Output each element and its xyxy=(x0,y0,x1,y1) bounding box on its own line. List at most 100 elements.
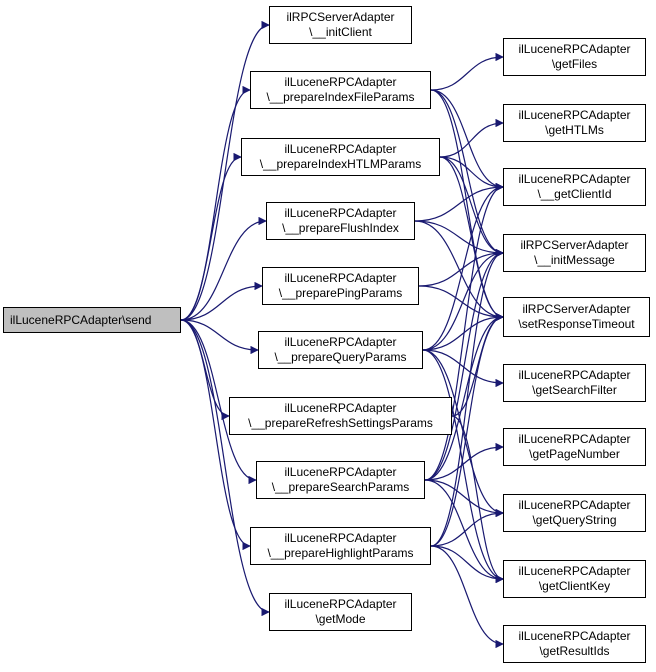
call-edge-prepIndexFile-to-initMessage xyxy=(430,89,504,258)
graph-node-label: ilRPCServerAdapter xyxy=(522,302,631,316)
call-edge-prepQuery-to-getSearchFilter xyxy=(422,349,504,388)
graph-node-getHTLMs[interactable]: ilLuceneRPCAdapter\getHTLMs xyxy=(503,104,646,142)
graph-node-initClient[interactable]: ilRPCServerAdapter\__initClient xyxy=(269,6,412,44)
call-edge-prepHighlight-to-initMessage xyxy=(430,248,504,547)
graph-node-prepPing[interactable]: ilLuceneRPCAdapter\__preparePingParams xyxy=(262,267,419,305)
graph-node-label: ilLuceneRPCAdapter xyxy=(518,432,631,446)
call-edge-prepIndexHTLM-to-initMessage xyxy=(439,156,504,258)
graph-node-prepIndexHTLM[interactable]: ilLuceneRPCAdapter\__prepareIndexHTLMPar… xyxy=(241,138,440,176)
graph-node-getResultIds[interactable]: ilLuceneRPCAdapter\getResultIds xyxy=(503,625,646,663)
call-edge-prepSearch-to-initMessage xyxy=(424,248,504,481)
graph-node-prepIndexFile[interactable]: ilLuceneRPCAdapter\__prepareIndexFilePar… xyxy=(250,71,431,109)
graph-node-label: ilLuceneRPCAdapter xyxy=(284,531,397,545)
graph-node-label: \__initClient xyxy=(309,25,372,39)
graph-node-getFiles[interactable]: ilLuceneRPCAdapter\getFiles xyxy=(503,38,646,76)
graph-node-label: ilLuceneRPCAdapter xyxy=(518,368,631,382)
graph-node-getClientKey[interactable]: ilLuceneRPCAdapter\getClientKey xyxy=(503,560,646,598)
graph-node-label: \getHTLMs xyxy=(545,123,604,137)
call-edge-prepSearch-to-setTimeout xyxy=(424,312,504,481)
graph-node-getClientId[interactable]: ilLuceneRPCAdapter\__getClientId xyxy=(503,168,646,206)
graph-node-label: \__prepareFlushIndex xyxy=(282,221,399,235)
graph-node-label: ilLuceneRPCAdapter xyxy=(284,142,397,156)
graph-node-label: \__prepareSearchParams xyxy=(271,480,410,494)
graph-node-setTimeout[interactable]: ilRPCServerAdapter\setResponseTimeout xyxy=(503,297,650,337)
call-edge-send-to-prepQuery xyxy=(180,319,259,355)
call-edge-send-to-prepFlush xyxy=(180,216,267,321)
call-edge-prepHighlight-to-getResultIds xyxy=(430,545,504,649)
call-edge-prepIndexFile-to-getClientId xyxy=(430,89,504,192)
graph-node-label: ilLuceneRPCAdapter xyxy=(284,597,397,611)
call-edge-prepSearch-to-getClientKey xyxy=(424,479,504,584)
graph-node-label: ilLuceneRPCAdapter xyxy=(518,108,631,122)
call-edge-prepQuery-to-setTimeout xyxy=(422,312,504,351)
graph-node-label: ilLuceneRPCAdapter xyxy=(284,335,397,349)
call-edge-prepSearch-to-getQueryString xyxy=(424,479,504,518)
call-edge-prepFlush-to-getClientId xyxy=(414,182,504,222)
call-edge-send-to-getMode xyxy=(180,319,270,617)
graph-node-label: \setResponseTimeout xyxy=(518,317,635,331)
call-edge-send-to-prepIndexHTLM xyxy=(180,152,242,321)
call-edge-prepSearch-to-getPageNumber xyxy=(424,442,504,481)
call-edge-prepHighlight-to-setTimeout xyxy=(430,312,504,547)
graph-node-prepFlush[interactable]: ilLuceneRPCAdapter\__prepareFlushIndex xyxy=(266,202,415,240)
call-edge-prepSearch-to-getClientId xyxy=(424,182,504,481)
graph-node-prepQuery[interactable]: ilLuceneRPCAdapter\__prepareQueryParams xyxy=(258,331,423,369)
graph-node-prepRefresh[interactable]: ilLuceneRPCAdapter\__prepareRefreshSetti… xyxy=(229,397,452,435)
graph-node-prepSearch[interactable]: ilLuceneRPCAdapter\__prepareSearchParams xyxy=(256,461,425,499)
graph-node-label: \getQueryString xyxy=(532,513,617,527)
graph-node-label: \getSearchFilter xyxy=(532,383,617,397)
graph-node-label: ilLuceneRPCAdapter xyxy=(284,401,397,415)
graph-node-label: \__prepareHighlightParams xyxy=(267,546,414,560)
graph-node-getQueryString[interactable]: ilLuceneRPCAdapter\getQueryString xyxy=(503,494,646,532)
graph-node-label: ilRPCServerAdapter xyxy=(286,10,395,24)
graph-node-label: ilLuceneRPCAdapter xyxy=(518,629,631,643)
call-edge-prepIndexFile-to-getFiles xyxy=(430,52,504,91)
graph-node-label: ilLuceneRPCAdapter xyxy=(284,75,397,89)
graph-node-label: \__prepareRefreshSettingsParams xyxy=(248,416,433,430)
graph-node-label: ilLuceneRPCAdapter xyxy=(518,564,631,578)
call-edge-prepFlush-to-initMessage xyxy=(414,220,504,258)
call-edge-send-to-prepSearch xyxy=(180,319,257,485)
graph-node-initMessage[interactable]: ilRPCServerAdapter\__initMessage xyxy=(503,234,646,272)
graph-node-label: ilLuceneRPCAdapter xyxy=(284,206,397,220)
graph-node-label: ilRPCServerAdapter xyxy=(520,238,629,252)
graph-node-label: ilLuceneRPCAdapter xyxy=(518,172,631,186)
graph-node-label: \getMode xyxy=(315,612,366,626)
graph-node-label: ilLuceneRPCAdapter xyxy=(284,465,397,479)
graph-node-prepHighlight[interactable]: ilLuceneRPCAdapter\__prepareHighlightPar… xyxy=(250,527,431,565)
call-edge-prepFlush-to-setTimeout xyxy=(414,220,504,322)
graph-node-label: \getClientKey xyxy=(538,579,611,593)
graph-node-label: \__initMessage xyxy=(534,253,615,267)
call-edge-prepPing-to-initMessage xyxy=(418,248,504,287)
call-edge-send-to-initClient xyxy=(180,20,270,321)
call-edge-send-to-prepIndexFile xyxy=(180,85,251,321)
call-edge-prepIndexHTLM-to-getHTLMs xyxy=(439,118,504,158)
call-edge-prepHighlight-to-getClientKey xyxy=(430,545,504,584)
graph-node-label: ilLuceneRPCAdapter xyxy=(518,42,631,56)
graph-node-label: \__prepareIndexHTLMParams xyxy=(259,157,422,171)
graph-node-label: \__getClientId xyxy=(537,187,612,201)
call-edge-prepQuery-to-initMessage xyxy=(422,248,504,351)
graph-node-label: \__preparePingParams xyxy=(278,286,403,300)
graph-node-getPageNumber[interactable]: ilLuceneRPCAdapter\getPageNumber xyxy=(503,428,646,466)
call-edge-prepRefresh-to-getClientKey xyxy=(451,415,504,584)
graph-node-getSearchFilter[interactable]: ilLuceneRPCAdapter\getSearchFilter xyxy=(503,364,646,402)
graph-node-label: ilLuceneRPCAdapter\send xyxy=(10,312,152,327)
graph-node-send[interactable]: ilLuceneRPCAdapter\send xyxy=(3,307,181,333)
call-edge-send-to-prepPing xyxy=(180,281,263,321)
graph-node-label: \getPageNumber xyxy=(529,447,620,461)
call-edge-prepQuery-to-getClientId xyxy=(422,182,504,351)
graph-node-label: \__prepareIndexFileParams xyxy=(266,90,415,104)
graph-node-label: \getResultIds xyxy=(539,644,610,658)
graph-node-label: ilLuceneRPCAdapter xyxy=(518,498,631,512)
call-edge-prepHighlight-to-getQueryString xyxy=(430,508,504,547)
graph-node-label: \getFiles xyxy=(551,57,598,71)
call-edge-prepPing-to-setTimeout xyxy=(418,285,504,322)
call-edge-send-to-prepRefresh xyxy=(180,319,230,421)
call-edge-prepIndexHTLM-to-getClientId xyxy=(439,156,504,192)
graph-node-label: \__prepareQueryParams xyxy=(274,350,407,364)
graph-node-label: ilLuceneRPCAdapter xyxy=(284,271,397,285)
graph-node-getMode[interactable]: ilLuceneRPCAdapter\getMode xyxy=(269,593,412,631)
call-edge-send-to-prepHighlight xyxy=(180,319,251,551)
